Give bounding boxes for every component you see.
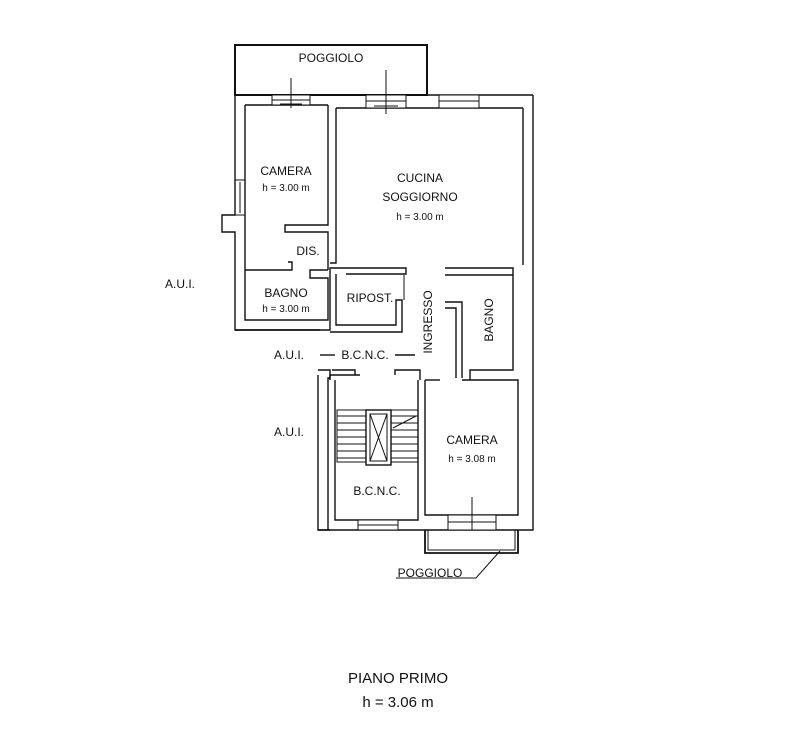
bcnc-corridor-label: B.C.N.C. [341, 348, 388, 362]
ripostiglio-label: RIPOST. [347, 291, 394, 305]
floor-name: PIANO PRIMO [348, 670, 448, 687]
balcony-bottom [396, 530, 519, 579]
bcnc-stair-label: B.C.N.C. [353, 484, 400, 498]
window-cucina-1 [365, 70, 407, 114]
bagno-west-label: BAGNO [264, 286, 307, 300]
floor-height: h = 3.06 m [362, 694, 433, 711]
poggiolo-top-label: POGGIOLO [299, 51, 364, 65]
dis-label: DIS. [296, 244, 319, 258]
bagno-west-height: h = 3.00 m [262, 304, 310, 315]
cucina-height: h = 3.00 m [396, 212, 444, 223]
window-stair [357, 519, 399, 531]
bagno-east-label: BAGNO [482, 298, 496, 341]
window-cucina-2 [438, 94, 480, 109]
poggiolo-bottom-label: POGGIOLO [398, 566, 463, 580]
camera-nw-label: CAMERA [260, 164, 311, 178]
camera-se-height: h = 3.08 m [448, 454, 496, 465]
window-camera-se [447, 497, 497, 531]
aui-label-1: A.U.I. [165, 277, 195, 291]
camera-nw-walls [284, 105, 337, 270]
cucina-label: CUCINA [397, 171, 443, 185]
aui-label-2: A.U.I. [274, 348, 304, 362]
bagno-west-walls [235, 261, 336, 331]
aui-label-3: A.U.I. [274, 425, 304, 439]
bagno-east-walls [445, 267, 514, 380]
camera-nw-height: h = 3.00 m [262, 183, 310, 194]
ingresso-label: INGRESSO [421, 290, 435, 353]
window-camera-nw [271, 78, 311, 108]
ripostiglio-walls [330, 267, 407, 333]
soggiorno-label: SOGGIORNO [382, 190, 457, 204]
camera-se-label: CAMERA [446, 433, 497, 447]
stair-icon [336, 409, 419, 466]
